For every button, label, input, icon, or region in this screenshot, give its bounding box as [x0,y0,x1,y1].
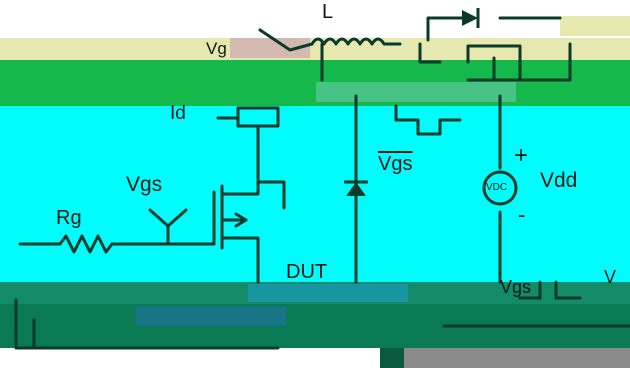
drain-current-label: Id [170,103,186,124]
vg-partial-label: Vg [206,39,227,58]
vgs-probe [148,208,188,246]
gate-resistor-zigzag [58,234,114,254]
glitch-strip-4 [230,38,310,58]
yellow-band [0,38,630,60]
gray-block [404,348,630,368]
bottom-left-rail [14,298,280,350]
cut-off-label: V [604,267,617,287]
bottom-pulse [518,280,582,300]
plus-sign-label: + [514,142,529,169]
gate-resistor-label: Rg [56,207,82,229]
vdc-source-circle [482,170,518,206]
mosfet-source [220,236,260,284]
dut-label: DUT [286,261,328,283]
vgs-bar-label: Vgs [378,153,413,175]
glitch-strip-3 [316,82,516,102]
inductor-label: L [322,1,334,23]
mosfet-drain [220,180,286,210]
top-diode-wire [426,16,472,42]
wire-left-inductor [258,28,314,52]
vgs-label: Vgs [126,173,163,196]
glitch-strip-1 [248,284,408,302]
vgs-bar-pulse [394,104,462,136]
upper-switch-gate [466,56,522,82]
green-band [0,60,630,106]
vdd-label: Vdd [540,169,578,192]
vgs-bottom-label: Vgs [500,277,532,297]
upper-switch [418,42,572,82]
vdc-label: VDC [486,182,508,193]
minus-sign-label: - [518,202,526,227]
inductor-coil [310,37,402,46]
glitch-strip-5 [560,16,630,36]
cyan-panel [0,106,630,282]
freewheel-diode [344,180,368,196]
dark-small-block [380,348,404,368]
top-diode [462,8,480,28]
mosfet-gate-arrow [220,212,248,228]
glitch-strip-2 [136,306,286,326]
